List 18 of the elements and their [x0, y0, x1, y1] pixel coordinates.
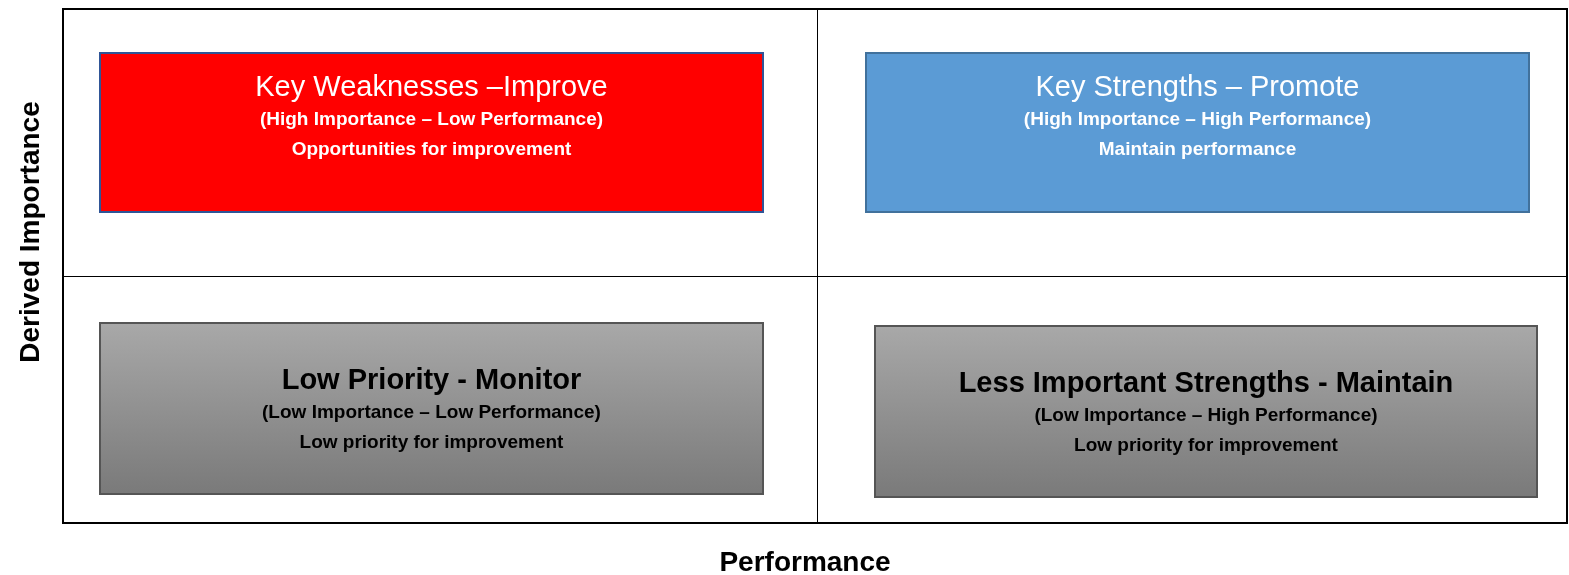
- quadrant-subtitle: (Low Importance – High Performance): [1034, 402, 1378, 427]
- quadrant-subtitle: Maintain performance: [1098, 137, 1297, 161]
- quadrant-title: Key Strengths – Promote: [1035, 69, 1360, 104]
- quadrant-title: Less Important Strengths - Maintain: [958, 364, 1454, 400]
- quadrant-subtitle: Low priority for improvement: [1074, 432, 1338, 457]
- quadrant-subtitle: (High Importance – High Performance): [1023, 107, 1372, 131]
- quadrant-box: [874, 325, 1538, 498]
- quadrant-box: [865, 52, 1530, 213]
- quadrant-subtitle: (Low Importance – Low Performance): [262, 399, 601, 424]
- quadrant-subtitle: (High Importance – Low Performance): [259, 107, 604, 131]
- quadrant-subtitle: Low priority for improvement: [299, 429, 564, 454]
- quadrant-title: Low Priority - Monitor: [281, 361, 582, 397]
- quadrant-box: [99, 52, 764, 213]
- quadrant-subtitle: Opportunities for improvement: [291, 137, 572, 161]
- quadrant-box: [99, 322, 764, 495]
- x-axis-label: Performance: [719, 546, 891, 575]
- y-axis-label: Derived Importance: [14, 101, 46, 363]
- quadrant-title: Key Weaknesses –Improve: [255, 69, 608, 104]
